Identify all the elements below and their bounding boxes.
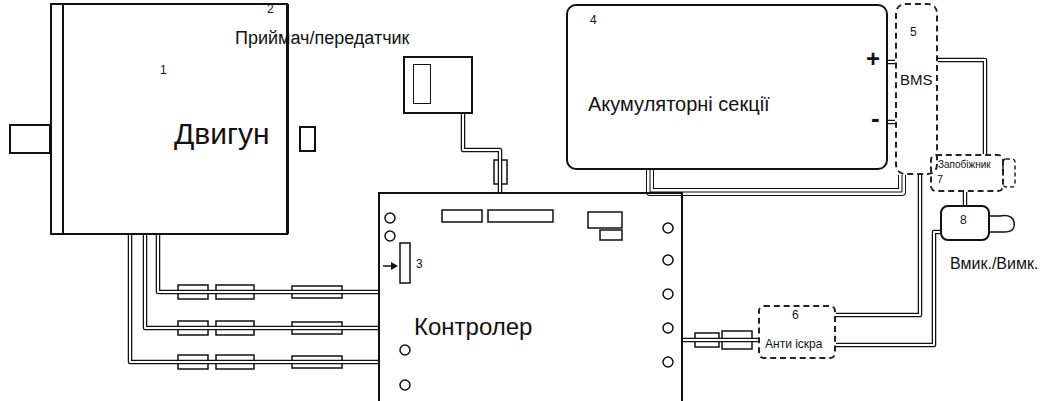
- node-label: Вмик./Вимк.: [950, 255, 1038, 273]
- wire-stroke: [683, 339, 758, 341]
- callout-number: 4: [590, 14, 597, 27]
- wire: [145, 235, 378, 328]
- wire: [650, 170, 902, 192]
- wire: [158, 235, 378, 292]
- controller-headers: [400, 210, 622, 283]
- wire-stroke: [836, 175, 920, 315]
- wire-stroke: [130, 235, 378, 362]
- wire-stroke: [463, 114, 500, 192]
- receiver-case: [403, 56, 473, 114]
- node-label: Акумуляторні секції: [588, 93, 770, 116]
- wire-stroke: [650, 170, 902, 192]
- wire-stroke: [463, 114, 500, 192]
- wire-stroke: [158, 235, 378, 292]
- terminal-sign: -: [871, 104, 880, 133]
- terminal-sign: +: [866, 46, 880, 72]
- controller-board: Контролер: [378, 192, 683, 401]
- node-label: Приймач/передатчик: [235, 28, 409, 49]
- wire-stroke: [145, 235, 378, 328]
- motor-shaft: [10, 125, 50, 153]
- wire-stroke: [888, 121, 895, 123]
- wire-stroke: [888, 61, 895, 63]
- wire-stroke: [888, 120, 895, 125]
- callout-arrowhead: [391, 262, 398, 270]
- node-label: BMS: [900, 71, 933, 88]
- wire-stroke: [836, 232, 940, 345]
- callout-number: 8: [960, 214, 967, 227]
- wire: [836, 232, 940, 345]
- wire: [683, 340, 758, 341]
- wire-stroke: [964, 192, 966, 205]
- wire-stroke: [963, 192, 968, 205]
- wire-stroke: [145, 235, 378, 328]
- motor-flange: [62, 4, 64, 234]
- motor-stub: [300, 127, 315, 151]
- node-label: Анти іскра: [765, 338, 822, 352]
- wire-stroke: [938, 60, 985, 154]
- wire-stroke: [938, 60, 985, 154]
- node-label: Контролер: [414, 313, 532, 341]
- fuse-cap: [1003, 159, 1015, 187]
- receiver-transmitter: Приймач/передатчик: [235, 28, 480, 114]
- wire: [938, 60, 985, 154]
- wire-stroke: [130, 235, 378, 362]
- wire: [888, 62, 895, 63]
- wire: [836, 175, 920, 315]
- wire: [965, 192, 966, 205]
- wire-stroke: [836, 175, 920, 315]
- node-label: Двигун: [174, 117, 270, 152]
- wire-stroke: [836, 232, 940, 345]
- callout-number: 3: [416, 258, 423, 271]
- wire-stroke: [650, 170, 902, 192]
- callout-number: 5: [910, 26, 917, 39]
- wire: [463, 114, 500, 192]
- battery-pack: Акумуляторні секції: [566, 4, 888, 170]
- callout-number: 7: [937, 173, 943, 185]
- wire-stroke: [888, 60, 895, 65]
- mounting-holes: [385, 213, 673, 390]
- callout-number: 6: [792, 309, 799, 322]
- callout-number: 1: [160, 64, 167, 77]
- node-label: Запобіжник: [938, 159, 991, 171]
- wire: [130, 235, 378, 362]
- wire-stroke: [650, 170, 902, 192]
- wire-stroke: [158, 235, 378, 292]
- wire: [888, 122, 895, 123]
- switch-knob: [990, 216, 1014, 232]
- wire-stroke: [683, 338, 758, 343]
- receiver-window: [413, 64, 431, 104]
- callout-number: 2: [267, 3, 274, 16]
